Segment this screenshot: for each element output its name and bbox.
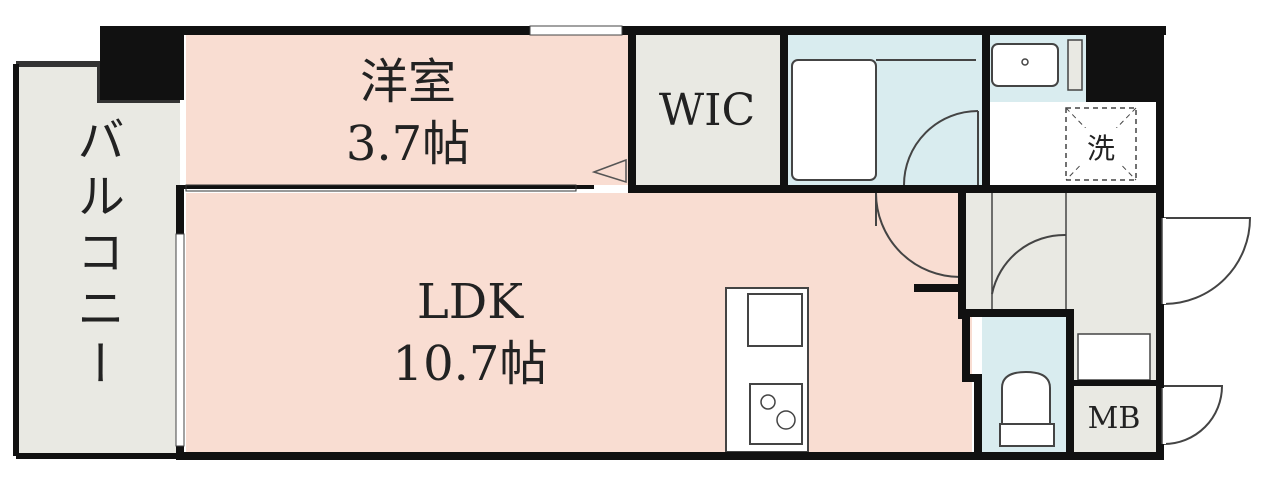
wic-bath-wall — [780, 35, 788, 187]
mb: MB — [1074, 386, 1156, 452]
right-wall — [1156, 100, 1164, 458]
mid-wall-right — [628, 185, 1164, 193]
ldk-name: LDK — [417, 274, 524, 330]
western-room: 洋室 3.7帖 — [186, 35, 628, 185]
bottom-wall — [176, 452, 1164, 460]
bath-wash-wall — [982, 35, 990, 187]
sliding-door-track — [185, 184, 577, 192]
hallway — [966, 193, 1156, 383]
left-pillar — [100, 26, 184, 100]
hall-left-wall — [958, 193, 966, 319]
ldk-area: 10.7帖 — [393, 336, 548, 392]
toilet-left-wall — [962, 309, 970, 381]
toilet-step — [962, 374, 982, 382]
ldk-step-wall — [914, 284, 966, 292]
toilet-right-wall — [1066, 309, 1074, 458]
top-wall — [100, 26, 1166, 35]
toilet-left-lower — [974, 374, 982, 458]
washroom: 洗 — [990, 35, 1150, 185]
toilet-top-wall — [962, 309, 1074, 317]
wic: WIC — [636, 35, 782, 185]
mb-top-wall — [1074, 380, 1164, 386]
door-marker — [591, 158, 627, 184]
mb-door — [1163, 385, 1224, 445]
ldk: LDK 10.7帖 — [186, 192, 972, 453]
bathroom — [788, 35, 982, 186]
kitchen-counter — [725, 287, 809, 453]
western-wic-wall — [628, 35, 636, 187]
ldk-window — [175, 233, 185, 447]
balcony-label: バルコニー — [68, 115, 124, 395]
balcony: バルコニー — [13, 61, 180, 459]
toilet — [982, 317, 1066, 453]
mid-wall-left — [180, 185, 594, 189]
western-room-name: 洋室 — [360, 54, 456, 110]
mb-label: MB — [1088, 401, 1141, 436]
entrance-door — [1163, 217, 1252, 305]
laundry-label: 洗 — [1087, 132, 1115, 165]
western-window — [529, 25, 623, 36]
western-room-area: 3.7帖 — [346, 116, 470, 172]
wic-label: WIC — [659, 85, 755, 136]
right-pillar — [1086, 26, 1164, 102]
